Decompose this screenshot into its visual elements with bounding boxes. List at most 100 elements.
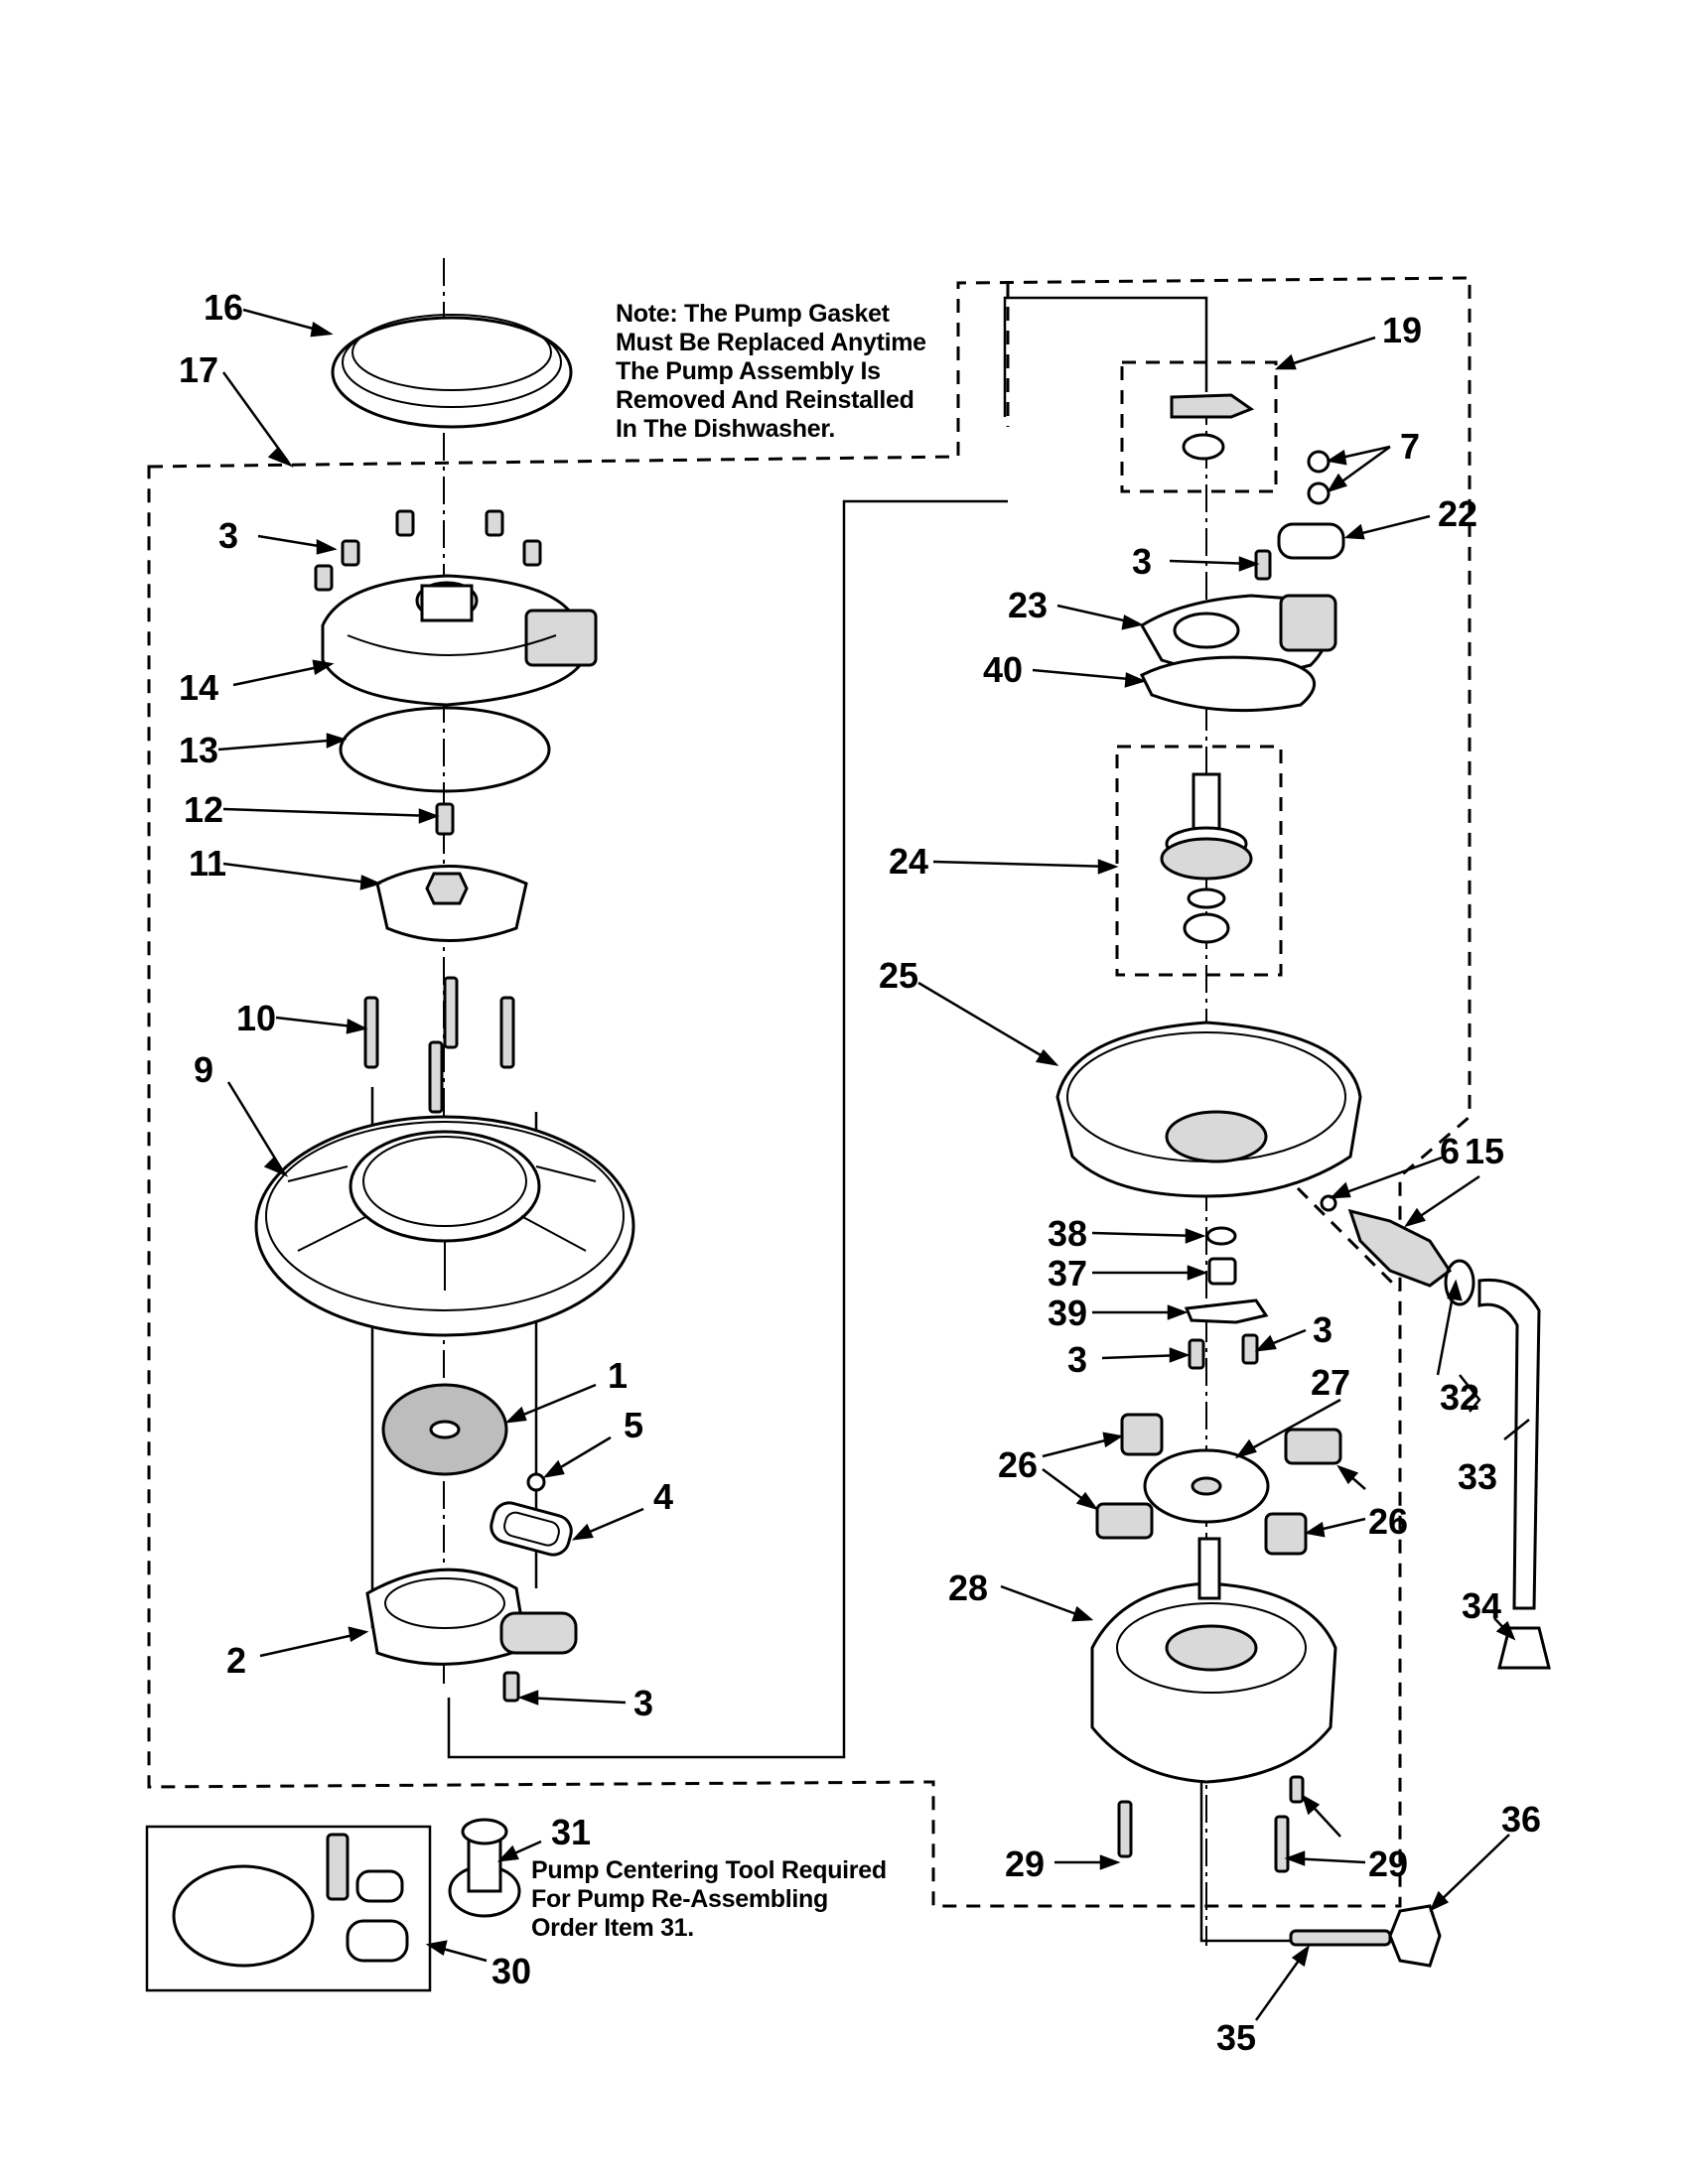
part-2-sump-housing [365,1568,578,1666]
part-29-screw-upper [1289,1775,1305,1804]
part-3-screw-mid-right [1241,1333,1259,1365]
part-1-filter-screen [381,1383,508,1476]
routing-line-left-to-right [447,499,1008,1759]
routing-line-top-right [1003,296,1208,417]
part-13-o-ring [339,706,551,793]
part-33-hose [1477,1278,1541,1610]
callout-26-left: 26 [998,1444,1038,1485]
callout-29-right: 29 [1368,1843,1408,1884]
part-37-bushing [1207,1257,1237,1286]
part-10-screws [363,976,515,1114]
callout-9: 9 [194,1049,213,1090]
part-40-gasket-plate [1139,655,1317,713]
callout-34: 34 [1462,1585,1501,1626]
part-3-screw-right [1254,549,1272,581]
note-tool-line-3: Order Item 31. [531,1914,694,1942]
callout-39: 39 [1048,1293,1087,1333]
callout-14: 14 [179,667,218,708]
callout-11: 11 [189,843,226,884]
note-gasket-line-1: Note: The Pump Gasket [616,300,890,328]
callout-5: 5 [624,1405,643,1445]
callout-15: 15 [1465,1131,1504,1171]
part-16-pump-gasket [331,314,573,429]
callout-1: 1 [608,1355,628,1396]
note-gasket-line-5: In The Dishwasher. [616,415,836,443]
callout-4: 4 [653,1476,673,1517]
part-29-screw-right [1274,1815,1290,1873]
assembly-boundary-pump-inner [1279,1169,1402,1293]
assembly-boundary-left [147,276,1472,1908]
part-15-valve [1347,1208,1453,1288]
part-5-ball [526,1472,546,1492]
note-gasket-line-2: Must Be Replaced Anytime [616,329,926,356]
part-24-shaft-gear [1160,772,1253,944]
callout-13: 13 [179,730,218,770]
callout-3-bottom: 3 [633,1683,653,1723]
part-27-disc [1143,1448,1270,1524]
callout-36: 36 [1501,1799,1541,1840]
part-6-o-ring [1320,1194,1337,1212]
part-32-clamp [1444,1259,1475,1306]
part-4-seal [490,1501,573,1557]
part-14-pump-housing-cover [321,574,598,707]
kit-box-30 [145,1825,432,1992]
callout-25: 25 [879,955,918,996]
callout-3-mid-left: 3 [1067,1339,1087,1380]
note-centering-tool: Pump Centering Tool Required For Pump Re… [531,1856,887,1943]
part-39-bracket [1184,1298,1269,1324]
callout-35: 35 [1216,2017,1256,2058]
note-gasket-line-4: Removed And Reinstalled [616,386,914,414]
note-pump-gasket: Note: The Pump Gasket Must Be Replaced A… [616,300,926,444]
part-7-balls [1307,450,1331,505]
callout-33: 33 [1458,1456,1497,1497]
callout-6: 6 [1440,1131,1460,1171]
part-36-knob [1388,1904,1442,1968]
callout-27: 27 [1311,1362,1350,1403]
subassembly-box-24 [1115,745,1283,977]
callout-17: 17 [179,349,218,390]
part-23-cover [1139,594,1337,676]
callout-3-right: 3 [1132,541,1152,582]
callout-2: 2 [226,1640,246,1681]
subassembly-box-19 [1120,360,1278,493]
part-29-screw-left [1117,1800,1133,1858]
leader-lines [217,308,1530,2021]
note-tool-line-2: For Pump Re-Assembling [531,1885,828,1913]
callout-31: 31 [551,1812,591,1852]
part-11-impeller [375,865,528,942]
part-38-o-ring [1205,1226,1237,1246]
callout-40: 40 [983,649,1023,690]
callout-32: 32 [1440,1377,1479,1418]
note-tool-line-1: Pump Centering Tool Required [531,1856,887,1884]
part-30-kit [172,1833,409,1968]
callout-37: 37 [1048,1253,1087,1294]
callout-16: 16 [204,287,243,328]
part-19-switch-assembly [1170,393,1255,461]
callout-28: 28 [948,1568,988,1608]
callout-19: 19 [1382,310,1422,350]
callout-30: 30 [491,1951,531,1991]
part-9-pump-base [254,1115,635,1337]
part-35-shaft [1289,1929,1392,1947]
note-gasket-line-3: The Pump Assembly Is [616,357,881,385]
callout-29-left: 29 [1005,1843,1045,1884]
callout-22: 22 [1438,493,1477,534]
part-3-screw-mid-left [1188,1338,1205,1370]
part-26-dampers [1095,1413,1342,1556]
part-28-motor [1090,1537,1337,1784]
part-22-seal [1277,522,1345,560]
part-25-pump-housing [1055,1021,1362,1198]
part-12-bolt [435,802,455,836]
part-31-centering-tool [448,1818,521,1918]
callout-10: 10 [236,998,276,1038]
callout-23: 23 [1008,585,1048,625]
callout-7: 7 [1400,426,1420,467]
callout-24: 24 [889,841,928,882]
callout-3-mid-right: 3 [1313,1309,1333,1350]
callout-12: 12 [184,789,223,830]
callout-labels: 16 17 3 14 13 12 11 10 9 1 5 4 2 3 31 30… [179,287,1541,2058]
callout-26-right-top: 26 [1368,1501,1408,1542]
callout-3-top: 3 [218,515,238,556]
callout-38: 38 [1048,1213,1087,1254]
